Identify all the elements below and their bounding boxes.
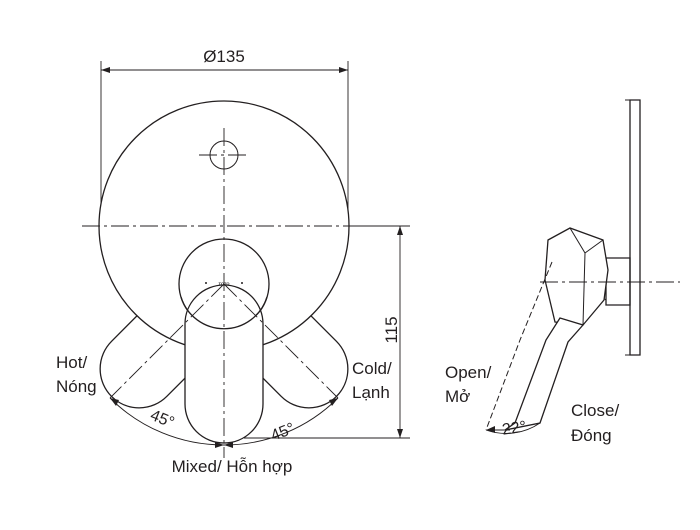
side-view: 22° Open/ Mở Close/ Đóng: [445, 99, 680, 445]
mixed-label: Mixed/ Hỗn hợp: [172, 457, 293, 476]
cold-label-line1: Cold/: [352, 359, 392, 378]
diameter-label: Ø135: [203, 47, 245, 66]
hot-label-line2: Nóng: [56, 377, 97, 396]
front-view: Ø135 TOTO: [56, 47, 410, 476]
cold-label-line2: Lạnh: [352, 383, 390, 402]
angle-right-label: 45°: [268, 420, 297, 445]
close-label-line2: Đóng: [571, 426, 612, 445]
open-label-line2: Mở: [445, 387, 470, 406]
angle-side-label: 22°: [501, 419, 527, 439]
height-label: 115: [382, 316, 401, 343]
diameter-dimension: Ø135: [100, 47, 349, 228]
close-label-line1: Close/: [571, 401, 619, 420]
swing-angle-arcs: [109, 397, 339, 448]
hot-label-line1: Hot/: [56, 353, 87, 372]
open-label-line1: Open/: [445, 363, 492, 382]
